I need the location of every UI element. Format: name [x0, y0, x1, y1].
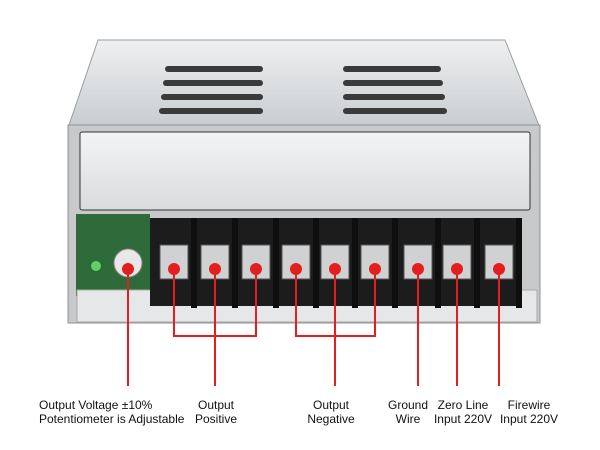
label-line: Output Voltage ±10% — [39, 398, 153, 412]
label-line: Ground — [387, 398, 429, 412]
vent-slots — [159, 66, 447, 114]
callout-lines — [127, 269, 500, 386]
terminal-divider — [352, 218, 358, 308]
callout-dot — [369, 263, 381, 275]
terminal-divider — [232, 218, 238, 308]
label-line: Potentiometer is Adjustable — [39, 412, 185, 426]
callout-dot — [493, 263, 505, 275]
callout-dot — [451, 263, 463, 275]
terminal-divider — [191, 218, 197, 308]
terminal-screw — [484, 244, 514, 280]
label-line: Output — [197, 398, 235, 412]
terminal-divider — [516, 218, 522, 308]
terminal-divider — [474, 218, 480, 308]
callout-dot — [412, 263, 424, 275]
label-ground-wire: Ground Wire — [388, 398, 428, 426]
callout-dot — [329, 263, 341, 275]
led — [91, 261, 101, 271]
terminal-divider — [273, 218, 279, 308]
terminal-divider — [392, 218, 398, 308]
callout-dot — [250, 263, 262, 275]
label-line: Zero Line — [437, 398, 489, 412]
callout-dot — [168, 263, 180, 275]
label-line: Output — [312, 398, 350, 412]
label-line: Input 220V — [433, 412, 493, 426]
case-top — [67, 39, 541, 129]
label-potentiometer: Output Voltage ±10% Potentiometer is Adj… — [39, 398, 184, 426]
terminal-screw — [241, 244, 271, 280]
callout-dot — [209, 263, 221, 275]
label-line: Input 220V — [499, 412, 559, 426]
label-line: Wire — [395, 412, 421, 426]
label-firewire: Firewire Input 220V — [500, 398, 558, 426]
callout-dot — [122, 263, 134, 275]
terminal-divider — [313, 218, 319, 308]
label-plate — [79, 131, 531, 211]
label-line: Positive — [194, 412, 238, 426]
terminal-divider — [435, 218, 441, 308]
label-zero-line: Zero Line Input 220V — [434, 398, 492, 426]
callout-dot — [290, 263, 302, 275]
label-output-positive: Output Positive — [195, 398, 237, 426]
label-line: Negative — [307, 412, 355, 426]
label-output-negative: Output Negative — [307, 398, 354, 426]
label-line: Firewire — [507, 398, 551, 412]
